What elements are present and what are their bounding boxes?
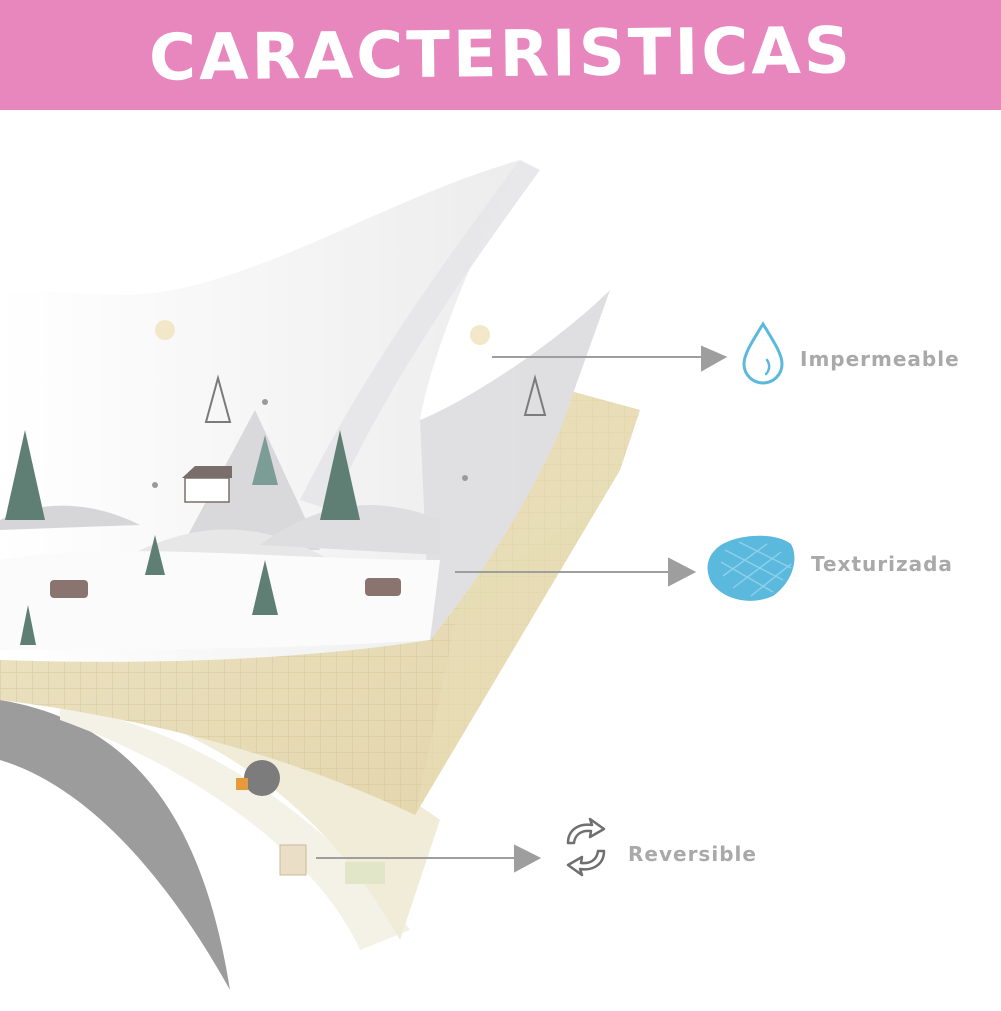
bottom-grey-layer xyxy=(0,700,230,990)
textured-surface-icon xyxy=(707,535,795,601)
pointer-arrows xyxy=(316,345,728,873)
reversible-arrows-icon xyxy=(566,817,606,877)
feature-label-impermeable: Impermeable xyxy=(800,347,960,371)
play-mat-illustration xyxy=(0,160,728,990)
feature-label-reversible: Reversible xyxy=(628,842,757,866)
water-drop-icon xyxy=(742,321,784,385)
feature-label-texturizada: Texturizada xyxy=(811,552,953,576)
page-title: CARACTERISTICAS xyxy=(148,14,853,96)
header-banner: CARACTERISTICAS xyxy=(0,0,1001,110)
